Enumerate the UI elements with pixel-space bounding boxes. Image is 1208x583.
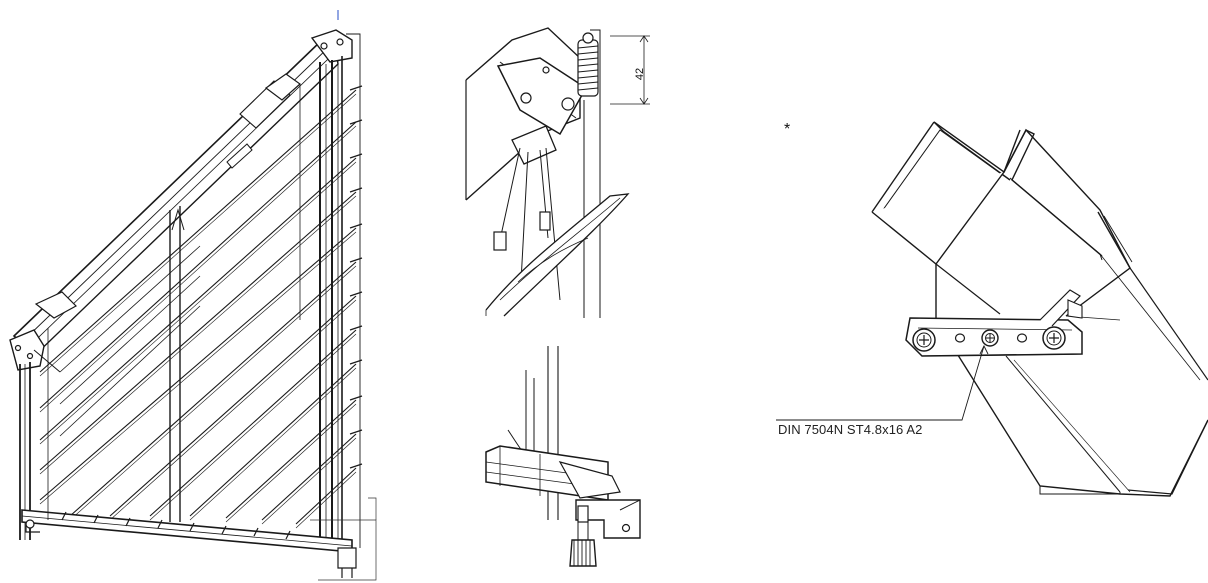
profile-bracket-detail-view: [776, 121, 1208, 497]
view-marker: *: [784, 121, 790, 138]
screw-spec-callout: DIN 7504N ST4.8x16 A2: [778, 422, 922, 437]
bottom-rail-detail-view: [485, 346, 641, 567]
dimension-label: 42: [634, 68, 646, 80]
bracket-detail-view: [465, 27, 650, 318]
blind-assembly-view: [9, 10, 377, 581]
